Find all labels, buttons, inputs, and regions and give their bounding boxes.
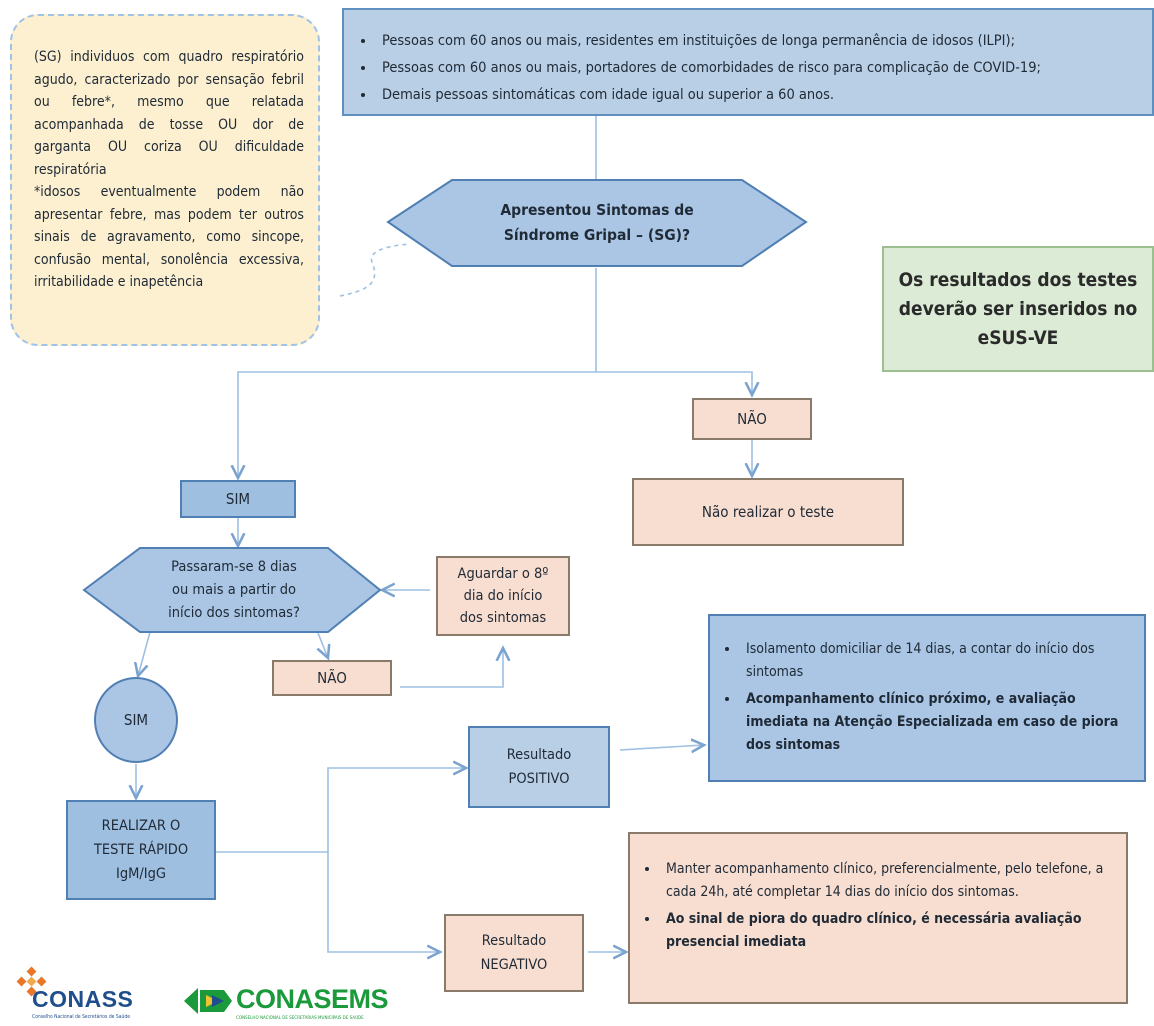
negativo-action-item: Ao sinal de piora do quadro clínico, é n… bbox=[660, 908, 1114, 954]
realizar-line: IgM/IgG bbox=[115, 866, 167, 882]
sg-definition-text: (SG) individuos com quadro respiratório … bbox=[34, 49, 304, 178]
nao-box: NÃO bbox=[692, 398, 812, 440]
nao-realizar-box: Não realizar o teste bbox=[632, 478, 904, 546]
conass-subtitle: Conselho Nacional de Secretários de Saúd… bbox=[32, 1014, 130, 1020]
conass-wordmark: CONASS bbox=[32, 986, 134, 1012]
results-note-line: eSUS-VE bbox=[977, 326, 1059, 349]
criteria-box: Pessoas com 60 anos ou mais, residentes … bbox=[342, 8, 1154, 116]
nao-realizar-label: Não realizar o teste bbox=[701, 503, 835, 521]
results-note-line: Os resultados dos testes bbox=[898, 268, 1138, 291]
decision-days-line: início dos sintomas? bbox=[168, 604, 300, 621]
aguardar-line: dia do início bbox=[463, 588, 543, 604]
conasems-wordmark: CONASEMS bbox=[236, 984, 389, 1014]
decision-days: Passaram-se 8 dias ou mais a partir do i… bbox=[140, 552, 328, 628]
decision-days-shape bbox=[82, 547, 382, 633]
sim-circle: SIM bbox=[96, 700, 176, 740]
criteria-item: Pessoas com 60 anos ou mais, portadores … bbox=[376, 57, 1134, 80]
results-note: Os resultados dos testes deverão ser ins… bbox=[882, 246, 1154, 372]
decision-sg-shape bbox=[386, 179, 808, 267]
aguardar-line: dos sintomas bbox=[459, 610, 547, 626]
positivo-action-item: Isolamento domiciliar de 14 dias, a cont… bbox=[740, 638, 1132, 684]
sim-box: SIM bbox=[180, 480, 296, 518]
decision-sg-line: Apresentou Sintomas de bbox=[500, 201, 694, 219]
positivo-action-item: Acompanhamento clínico próximo, e avalia… bbox=[740, 688, 1132, 757]
resultado-positivo-box: Resultado POSITIVO bbox=[468, 726, 610, 808]
aguardar-line: Aguardar o 8º bbox=[457, 566, 549, 582]
sim-circle-shape bbox=[94, 677, 178, 763]
negativo-line: NEGATIVO bbox=[480, 957, 548, 973]
results-note-line: deverão ser inseridos no bbox=[898, 297, 1138, 320]
nao-days-box: NÃO bbox=[272, 660, 392, 696]
sim-circle-label: SIM bbox=[123, 711, 149, 729]
conasems-subtitle: CONSELHO NACIONAL DE SECRETARIAS MUNICIP… bbox=[236, 1016, 364, 1021]
conass-star-icon bbox=[16, 966, 47, 997]
realizar-line: REALIZAR O bbox=[101, 818, 181, 834]
aguardar-box: Aguardar o 8º dia do início dos sintomas bbox=[436, 556, 570, 636]
criteria-item: Pessoas com 60 anos ou mais, residentes … bbox=[376, 30, 1134, 53]
negativo-line: Resultado bbox=[481, 933, 547, 949]
negativo-actions-box: Manter acompanhamento clínico, preferenc… bbox=[628, 832, 1128, 1004]
sg-definition-callout: (SG) individuos com quadro respiratório … bbox=[10, 14, 320, 346]
positivo-actions-box: Isolamento domiciliar de 14 dias, a cont… bbox=[708, 614, 1146, 782]
nao-label: NÃO bbox=[737, 410, 767, 428]
realizar-teste-box: REALIZAR O TESTE RÁPIDO IgM/IgG bbox=[66, 800, 216, 900]
conass-logo: CONASS Conselho Nacional de Secretários … bbox=[14, 966, 184, 1024]
decision-days-line: ou mais a partir do bbox=[172, 581, 296, 598]
nao-days-label: NÃO bbox=[317, 669, 347, 687]
sim-label: SIM bbox=[225, 490, 251, 508]
criteria-item: Demais pessoas sintomáticas com idade ig… bbox=[376, 84, 1134, 107]
sg-definition-note: *idosos eventualmente podem não apresent… bbox=[34, 184, 304, 290]
negativo-action-item: Manter acompanhamento clínico, preferenc… bbox=[660, 858, 1114, 904]
decision-sg: Apresentou Sintomas de Síndrome Gripal –… bbox=[450, 190, 744, 256]
resultado-negativo-box: Resultado NEGATIVO bbox=[444, 914, 584, 992]
positivo-line: Resultado bbox=[506, 747, 572, 763]
positivo-line: POSITIVO bbox=[508, 771, 570, 787]
conasems-logo: CONASEMS CONSELHO NACIONAL DE SECRETARIA… bbox=[184, 984, 389, 1024]
realizar-line: TESTE RÁPIDO bbox=[93, 842, 189, 858]
conasems-arrow-icon bbox=[184, 988, 232, 1014]
decision-days-line: Passaram-se 8 dias bbox=[171, 558, 297, 575]
decision-sg-line: Síndrome Gripal – (SG)? bbox=[503, 226, 691, 244]
